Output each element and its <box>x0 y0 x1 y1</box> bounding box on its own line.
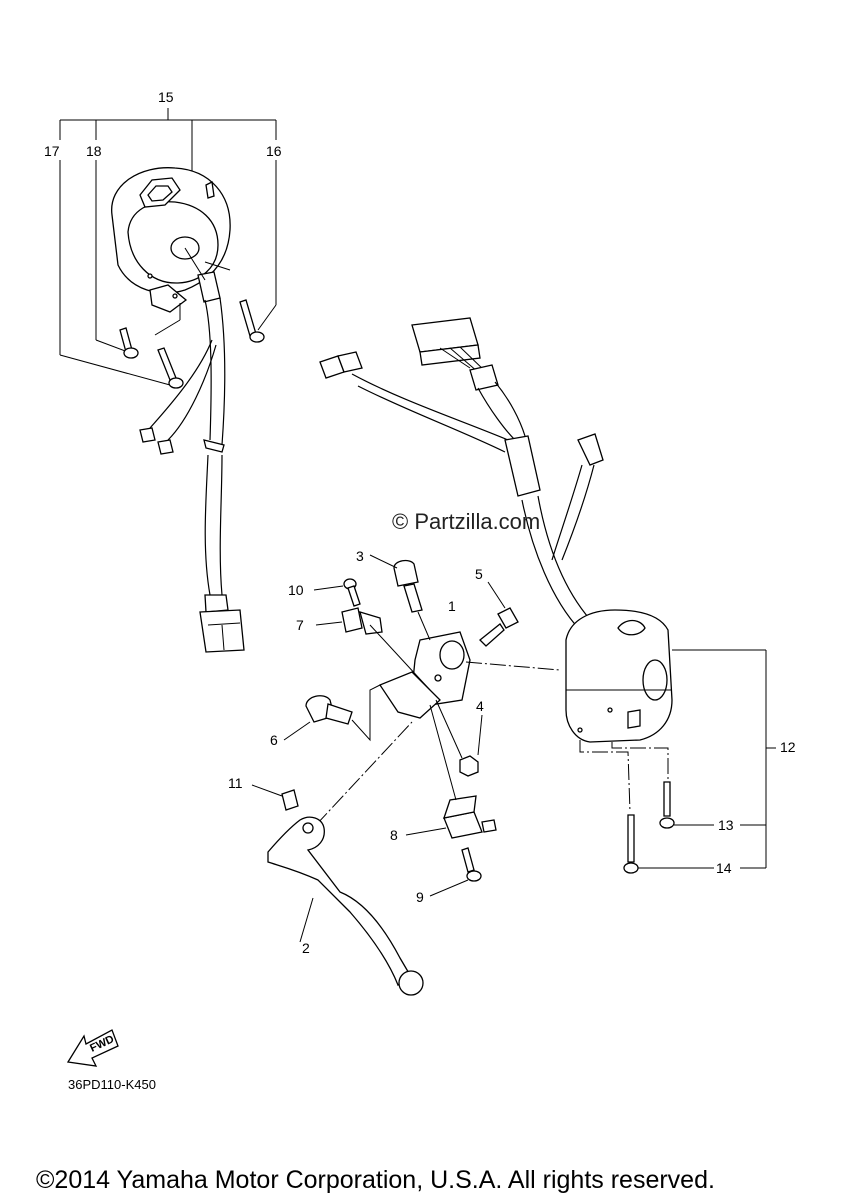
bolt-6 <box>305 695 353 725</box>
callout-18: 18 <box>86 143 102 159</box>
bolt-5 <box>479 607 519 647</box>
right-switch-harness <box>319 317 604 631</box>
callout-bracket-15 <box>59 108 277 386</box>
collar-11 <box>281 789 299 811</box>
callout-14: 14 <box>716 860 732 876</box>
switch-7 <box>341 607 383 635</box>
callout-17: 17 <box>44 143 60 159</box>
forward-arrow-icon <box>66 1029 119 1067</box>
callout-4: 4 <box>476 698 484 714</box>
callout-12: 12 <box>780 739 796 755</box>
screw-9 <box>461 847 482 882</box>
callout-3: 3 <box>356 548 364 564</box>
diagram-code: 36PD110-K450 <box>68 1077 156 1092</box>
callout-1: 1 <box>448 598 456 614</box>
brake-lever-2 <box>267 816 424 996</box>
callout-bracket-12 <box>672 649 776 869</box>
left-switch-harness <box>139 297 245 653</box>
right-handlebar-switch <box>565 609 673 743</box>
screw-17 <box>157 347 184 389</box>
callout-8: 8 <box>390 827 398 843</box>
callout-9: 9 <box>416 889 424 905</box>
screw-14 <box>623 814 714 874</box>
callout-15: 15 <box>158 89 174 105</box>
callout-13: 13 <box>718 817 734 833</box>
lever-holder-1 <box>379 631 471 719</box>
callout-16: 16 <box>266 143 282 159</box>
callout-7: 7 <box>296 617 304 633</box>
bolt-3 <box>393 559 423 613</box>
callout-5: 5 <box>475 566 483 582</box>
nut-4 <box>459 755 479 777</box>
screw-10 <box>343 578 361 607</box>
callout-11: 11 <box>228 775 243 791</box>
left-handlebar-switch <box>111 167 231 313</box>
watermark: © Partzilla.com <box>392 509 540 534</box>
callout-10: 10 <box>288 582 304 598</box>
callout-6: 6 <box>270 732 278 748</box>
switch-8 <box>443 795 497 839</box>
screw-13 <box>659 781 714 829</box>
screw-16 <box>239 299 265 343</box>
callout-2: 2 <box>302 940 310 956</box>
screw-18 <box>119 327 139 359</box>
copyright-notice: ©2014 Yamaha Motor Corporation, U.S.A. A… <box>36 1166 715 1194</box>
